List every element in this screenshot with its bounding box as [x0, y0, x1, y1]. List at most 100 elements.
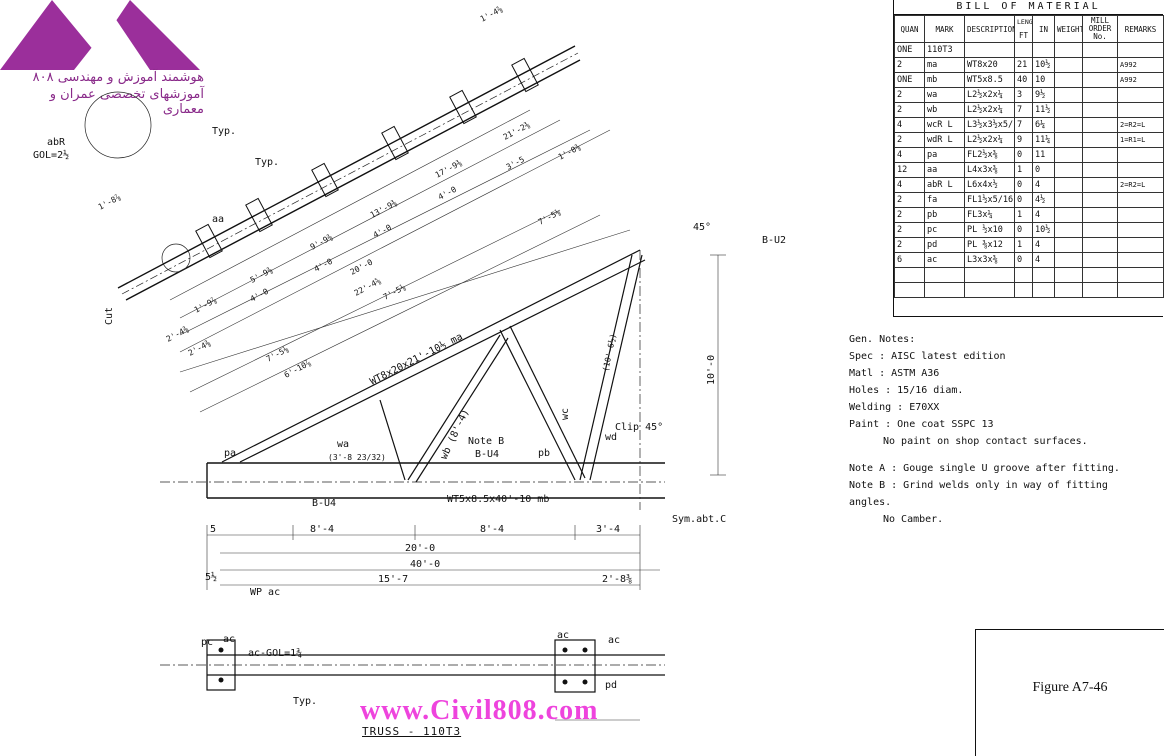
bom-header-ft: LENGTHFT [1014, 15, 1033, 43]
web-members [379, 250, 643, 510]
label-ab-r: abR [47, 137, 66, 148]
bom-header-remarks: REMARKS [1117, 15, 1164, 43]
bom-cell-in: 0 [1032, 162, 1055, 178]
bom-cell-in: 4 [1032, 252, 1055, 268]
bom-header-length: LENGTH [1017, 18, 1033, 26]
bom-cell-w [1054, 192, 1083, 208]
bom-cell-mark: wb [924, 102, 965, 118]
bom-cell-rem [1117, 87, 1164, 103]
bom-cell-desc [964, 42, 1015, 58]
bom-cell-w [1054, 252, 1083, 268]
bom-cell-desc: FL3x¼ [964, 207, 1015, 223]
bom-cell-rem: 1=R1=L [1117, 132, 1164, 148]
bom-cell-empty [1054, 267, 1083, 283]
label-typ-3: Typ. [293, 696, 317, 707]
bom-cell-mill [1082, 222, 1118, 238]
bom-cell-mill [1082, 237, 1118, 253]
figure-label: Figure A7-46 [1032, 680, 1108, 695]
bom-table: QUAN MARK DESCRIPTION LENGTHFT IN WEIGHT… [894, 15, 1164, 298]
bom-cell-empty [1014, 282, 1033, 298]
bom-cell-mill [1082, 117, 1118, 133]
dim-15-7: 15'-7 [378, 574, 408, 585]
note-camber: No Camber. [883, 514, 944, 525]
bom-cell-quan: 2 [894, 102, 925, 118]
slope-dim-12: 4'-0 [249, 287, 270, 304]
slope-dim-14: 22'-4⅝ [353, 276, 383, 298]
bom-cell-rem [1117, 42, 1164, 58]
dim-8-4-b: 8'-4 [480, 524, 504, 535]
bom-cell-quan: 4 [894, 147, 925, 163]
bom-cell-rem: A992 [1117, 57, 1164, 73]
slope-dim-17: 7'-5⅛ [265, 344, 291, 363]
note-holes: Holes : 15/16 diam. [849, 385, 964, 396]
bom-cell-rem [1117, 192, 1164, 208]
bottom-chord [160, 462, 665, 499]
bom-cell-mill [1082, 207, 1118, 223]
bom-cell-quan: 2 [894, 192, 925, 208]
bom-cell-in: 10½ [1032, 222, 1055, 238]
bom-cell-ft: 0 [1014, 192, 1033, 208]
bom-cell-w [1054, 42, 1083, 58]
slope-dim-1: 21'-2⅜ [502, 120, 532, 142]
bom-cell-ft: 21 [1014, 57, 1033, 73]
bom-cell-empty [1014, 267, 1033, 283]
bom-cell-mark: ac [924, 252, 965, 268]
bom-cell-rem [1117, 237, 1164, 253]
bom-cell-mill [1082, 42, 1118, 58]
top-chord [117, 45, 646, 463]
slope-dim-19: 2'-4⅜ [165, 324, 191, 343]
bom-cell-ft: 1 [1014, 237, 1033, 253]
bom-cell-empty [1082, 282, 1118, 298]
label-top-chord: WT8x20x21'-10½ ma [368, 331, 465, 388]
label-wa: wa [337, 439, 349, 450]
bom-cell-in: 4 [1032, 177, 1055, 193]
slope-dim-3: 13'-9⅜ [369, 198, 399, 220]
slope-dim-9: 4'-0 [437, 185, 458, 202]
slope-dim-7: 1'-8⅞ [97, 192, 123, 211]
bom-cell-desc: L2½x2x¼ [964, 102, 1015, 118]
label-bottom-chord: WT5x8.5x40'-10 mb [447, 494, 549, 505]
bom-cell-desc: L3x3x⅜ [964, 252, 1015, 268]
label-pc: pc [201, 637, 213, 648]
bom-cell-desc: PL ⅜x12 [964, 237, 1015, 253]
label-cut: Cut [104, 307, 115, 325]
label-b-u4-b: B-U4 [475, 449, 499, 460]
slope-dim-11: 4'-0 [313, 257, 334, 274]
bom-cell-w [1054, 222, 1083, 238]
label-note-b: Note B [468, 436, 504, 447]
logo-mark-icon [0, 0, 200, 70]
bom-cell-in: 11½ [1032, 102, 1055, 118]
slope-dim-13: 20'-0 [349, 257, 375, 276]
label-wc: wc [560, 408, 571, 420]
bom-cell-mark: pc [924, 222, 965, 238]
bom-cell-in [1032, 42, 1055, 58]
company-logo: هوشمند آموزش و مهندسی ۸۰۸ آموزشهای تخصصی… [0, 0, 205, 117]
bom-cell-rem [1117, 147, 1164, 163]
bom-cell-w [1054, 237, 1083, 253]
bom-cell-ft: 3 [1014, 87, 1033, 103]
bom-cell-empty [924, 282, 965, 298]
bom-cell-mark: pa [924, 147, 965, 163]
horizontal-dimensions [206, 525, 660, 590]
bom-cell-mark: aa [924, 162, 965, 178]
bom-cell-w [1054, 132, 1083, 148]
slope-dim-20: 2'-4⅜ [187, 338, 213, 357]
plan-view [160, 639, 665, 721]
bom-cell-w [1054, 57, 1083, 73]
label-ac-gol: ac-GOL=1¾ [248, 647, 302, 659]
bom-cell-empty [1117, 267, 1164, 283]
slope-dim-18: 6'-10⅞ [283, 358, 313, 380]
logo-text-secondary: آموزشهای تخصصی عمران و معماری [49, 87, 204, 117]
label-sym: Sym.abt.C [672, 514, 726, 525]
slope-dim-21: 1'-0⅜ [557, 142, 583, 161]
slope-dim-4: 9'-9⅜ [309, 232, 335, 251]
label-ac-2: ac [557, 630, 569, 641]
bom-cell-empty [1032, 282, 1055, 298]
